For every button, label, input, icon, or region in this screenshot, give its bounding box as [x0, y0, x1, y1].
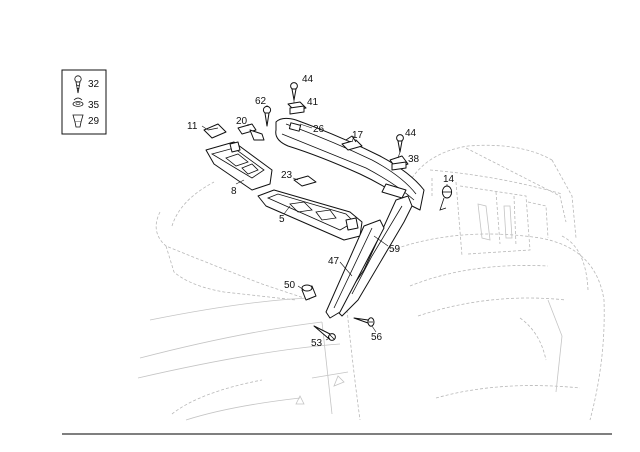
part-23-pad — [293, 175, 317, 187]
part-14-fitting — [439, 185, 453, 211]
callout-labels: 11 20 62 44 41 26 17 44 38 23 8 5 14 47 … — [187, 74, 455, 349]
part-38-nut — [389, 155, 409, 171]
callout-53: 53 — [311, 338, 323, 349]
part-41-nut — [287, 101, 307, 115]
callout-41: 41 — [307, 97, 319, 108]
screw-icon — [74, 75, 82, 94]
washer-icon — [72, 97, 84, 107]
car-body-outline — [137, 181, 605, 421]
plug-icon — [72, 114, 84, 128]
part-11-clip — [203, 123, 227, 139]
callout-14: 14 — [443, 174, 455, 185]
part-62-screw — [262, 105, 272, 127]
part-26-cover-panel — [275, 117, 425, 211]
leader-lines — [201, 100, 448, 341]
callout-44-right: 44 — [405, 128, 417, 139]
callout-44-top: 44 — [302, 74, 314, 85]
rear-compartment-outline — [411, 144, 577, 257]
callout-56: 56 — [371, 332, 383, 343]
part-44-screw-top — [290, 82, 298, 101]
legend-number-29: 29 — [88, 116, 100, 127]
part-50-plug — [301, 284, 317, 301]
part-17-clip — [341, 135, 363, 151]
callout-62: 62 — [255, 96, 267, 107]
callout-5: 5 — [279, 214, 285, 225]
part-8-trim-bracket — [205, 141, 273, 191]
callout-38: 38 — [408, 154, 420, 165]
part-20-clip — [237, 123, 265, 141]
callout-20: 20 — [236, 116, 248, 127]
callout-23: 23 — [281, 170, 293, 181]
part-56-screw — [353, 317, 375, 327]
callout-26: 26 — [313, 124, 325, 135]
callout-59: 59 — [389, 244, 401, 255]
callout-11: 11 — [187, 121, 198, 132]
callout-8: 8 — [231, 186, 237, 197]
fastener-legend: 32 35 29 — [61, 69, 107, 135]
part-47-59-pillar-trim — [325, 195, 413, 319]
callout-47: 47 — [328, 256, 340, 267]
part-44-screw-right — [396, 134, 404, 153]
legend-number-32: 32 — [88, 79, 100, 90]
legend-number-35: 35 — [88, 100, 100, 111]
part-5-trim-panel — [257, 189, 363, 241]
callout-50: 50 — [284, 280, 296, 291]
part-53-screw — [313, 325, 336, 341]
callout-17: 17 — [352, 130, 364, 141]
